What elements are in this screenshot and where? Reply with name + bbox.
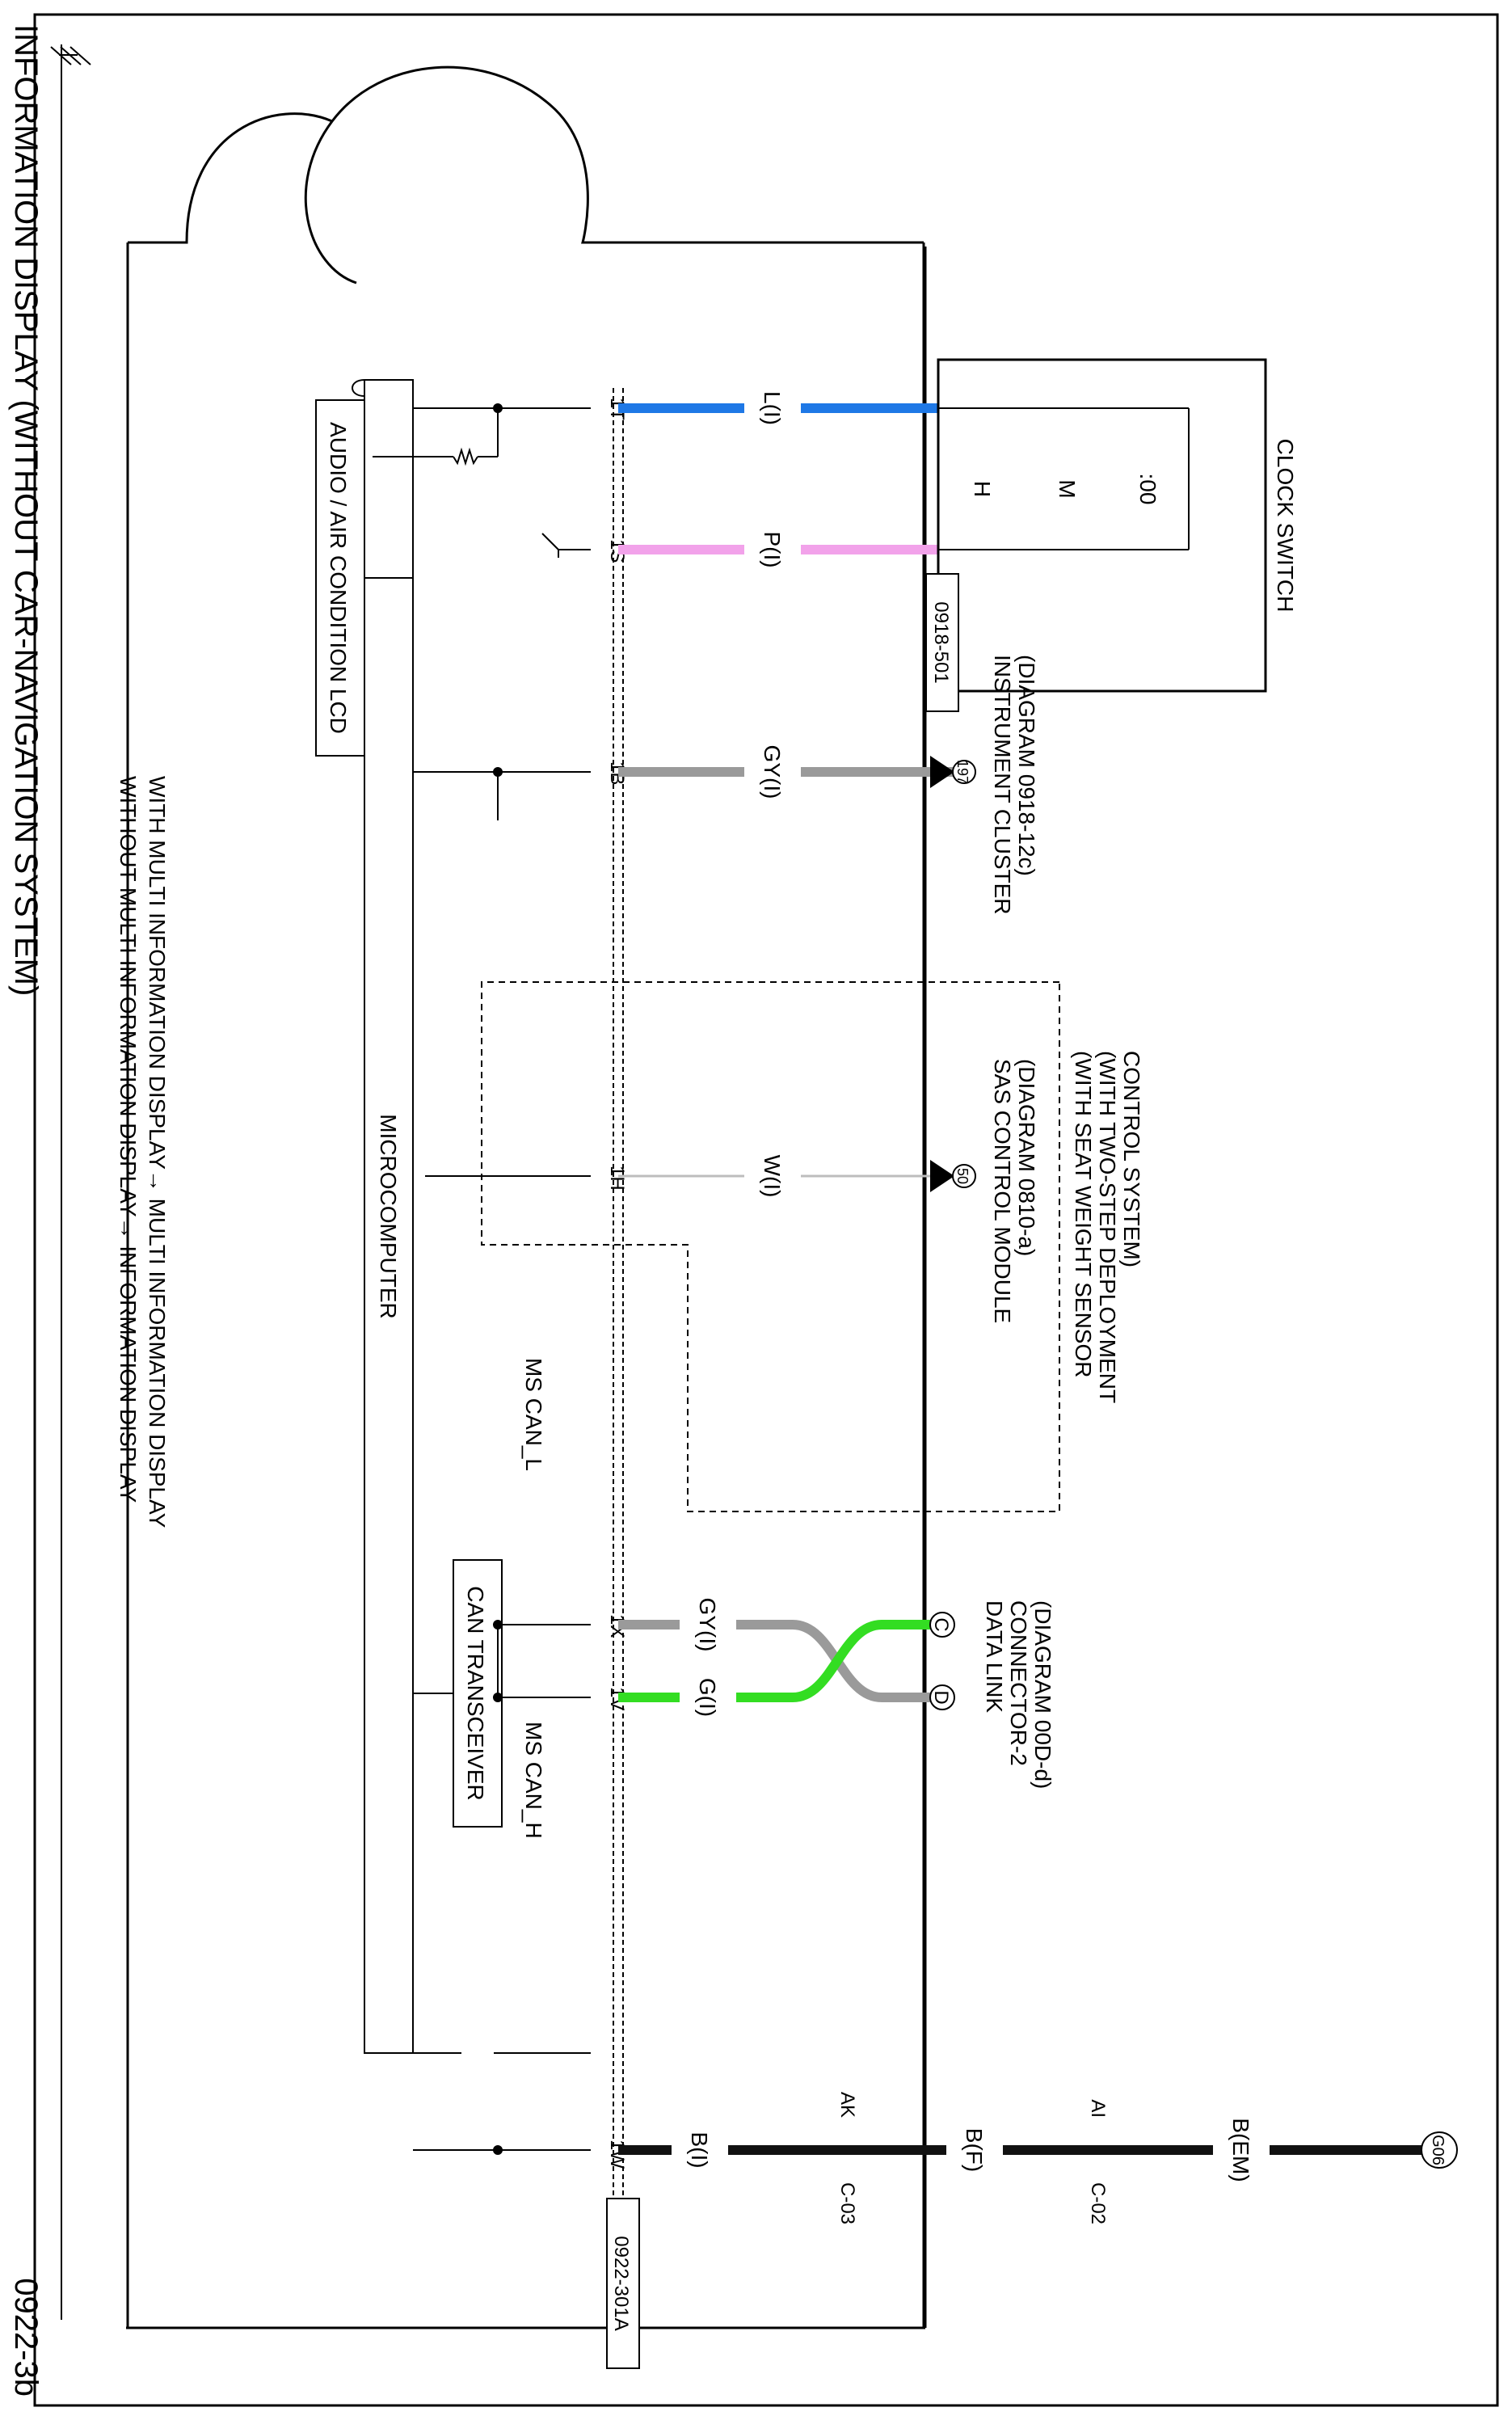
display-unit-frame: [128, 63, 924, 2328]
page-title: INFORMATION DISPLAY (WITHOUT CAR-NAVIGAT…: [8, 24, 44, 996]
microcomputer-block: [364, 379, 414, 2054]
wire-1x-code: GY(I): [695, 1598, 720, 1652]
sas-condition-boundary: [429, 982, 930, 1495]
wire-1v: G(I): [618, 1620, 930, 1718]
wire-1b: GY(I) 197: [618, 745, 976, 799]
wire-1t: L(I): [618, 388, 938, 428]
ms-can-l-label: MS CAN_L: [521, 1358, 546, 1471]
pin-label-1h: 1H: [606, 1166, 628, 1191]
internal-circuits: [373, 403, 591, 2155]
page-number: 0922-3b: [8, 2278, 44, 2397]
data-link-pin-d: D: [930, 1690, 952, 1704]
clock-switch-label: CLOCK SWITCH: [1273, 439, 1298, 613]
data-link-pin-c: C: [930, 1617, 952, 1631]
information-display-unit-outline: [138, 247, 924, 2328]
data-link-line-1: DATA LINK: [982, 1600, 1007, 1713]
diagram-canvas: INFORMATION DISPLAY (WITHOUT CAR-NAVIGAT…: [8, 13, 1499, 2407]
instrument-cluster-destination: INSTRUMENT CLUSTER (DIAGRAM 0918-12c): [990, 655, 1039, 915]
unit-cloud-edge: [138, 77, 925, 566]
wire-1w: B(I) B(F) B(EM) AK C-03 AI C-02 G06: [618, 2092, 1458, 2224]
can-transceiver-label: CAN TRANSCEIVER: [463, 1586, 488, 1801]
unit-outline-cloud: [128, 65, 924, 285]
joint-ak-pin: AK: [836, 2092, 858, 2118]
wire-1v-code: G(I): [695, 1678, 720, 1717]
joint-ai-connector: C-02: [1087, 2182, 1109, 2224]
wire-1s-code: P(I): [760, 531, 785, 567]
sas-module-destination: SAS CONTROL MODULE (DIAGRAM 0810-a) (WIT…: [990, 1051, 1144, 1403]
wire-1h: W(I) 50: [618, 1155, 976, 1198]
instrument-cluster-line-1: INSTRUMENT CLUSTER: [990, 655, 1015, 915]
wire-1x: GY(I): [618, 1598, 930, 1702]
unit-top-cloud: [138, 56, 632, 327]
wire-1w-code: B(I): [687, 2131, 712, 2168]
audio-lcd-label: AUDIO / AIR CONDITION LCD: [326, 422, 351, 734]
sas-module-line-2: (DIAGRAM 0810-a): [1014, 1059, 1039, 1256]
cloud-outline: [128, 48, 595, 243]
ground-bus: [50, 44, 91, 2320]
ground-segment-bem: B(EM): [1228, 2118, 1253, 2182]
sas-condition-line-2: (WITH TWO-STEP DEPLOYMENT: [1095, 1051, 1120, 1403]
ms-can-h-label: MS CAN_H: [521, 1722, 546, 1839]
joint-ak-connector: C-03: [836, 2182, 858, 2224]
unit-top-arc: [128, 59, 360, 259]
clock-switch: CLOCK SWITCH 0918-501 H M :00: [925, 358, 1298, 712]
joint-ai-pin: AI: [1087, 2099, 1109, 2118]
switch-m-label: M: [1055, 479, 1080, 498]
wire-1t-code: L(I): [760, 391, 785, 425]
sas-module-line-1: SAS CONTROL MODULE: [990, 1059, 1015, 1323]
data-link-line-3: (DIAGRAM 00D-d): [1030, 1600, 1055, 1789]
sas-module-badge: 50: [954, 1168, 971, 1184]
wire-1h-code: W(I): [760, 1155, 785, 1198]
sas-condition-line-1: (WITH SEAT WEIGHT SENSOR: [1071, 1051, 1096, 1377]
page-border: [33, 13, 1499, 2407]
switch-00-label: :00: [1135, 474, 1160, 505]
data-link-line-2: CONNECTOR-2: [1006, 1600, 1031, 1766]
data-link-connector: C D DATA LINK CONNECTOR-2 (DIAGRAM 00D-d…: [929, 1600, 1055, 1789]
note-line-2: WITH MULTI INFORMATION DISPLAY→ MULTI IN…: [145, 776, 170, 1528]
wire-1b-code: GY(I): [760, 745, 785, 799]
main-connector-label: 0922-301A: [610, 2236, 632, 2330]
ground-segment-bf: B(F): [962, 2128, 987, 2172]
sas-condition-line-3: CONTROL SYSTEM): [1119, 1051, 1144, 1267]
clock-connector-label: 0918-501: [930, 601, 952, 683]
instrument-cluster-badge: 197: [954, 760, 971, 784]
ground-g06-label: G06: [1429, 2135, 1447, 2165]
instrument-cluster-line-2: (DIAGRAM 0918-12c): [1014, 655, 1039, 876]
wire-1s: P(I): [618, 529, 938, 570]
microcomputer-label: MICROCOMPUTER: [376, 1114, 401, 1319]
pin-labels: 1T 1S 1B 1H 1X 1V 1W: [606, 398, 628, 2169]
main-connector-0922-301a: 0922-301A: [606, 388, 640, 2369]
switch-h-label: H: [970, 481, 995, 497]
